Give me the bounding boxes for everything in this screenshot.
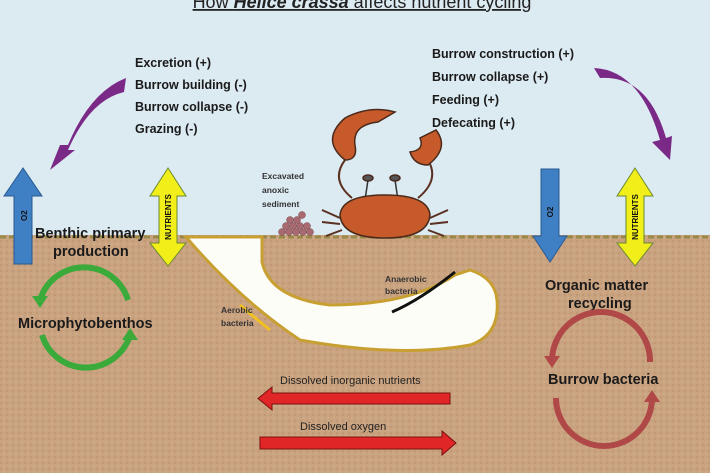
production-label: production bbox=[53, 244, 129, 260]
anaerobic-label: bacteria bbox=[385, 286, 418, 296]
microphytobenthos-label: Microphytobenthos bbox=[18, 316, 153, 332]
nutrients-label: NUTRIENTS bbox=[631, 193, 640, 239]
right-effect: Burrow construction (+) bbox=[432, 47, 574, 61]
o2-down-arrow: O2 bbox=[532, 168, 568, 263]
organic-matter-label: Organic matter bbox=[545, 278, 648, 294]
o2-up-arrow: O2 bbox=[3, 167, 43, 265]
excavated-sediment-pile bbox=[278, 211, 314, 236]
nutrients-double-arrow-left: NUTRIENTS bbox=[148, 167, 188, 267]
left-effect: Burrow building (-) bbox=[135, 78, 247, 92]
left-effect: Grazing (-) bbox=[135, 122, 198, 136]
excavated-label: anoxic bbox=[262, 185, 289, 195]
green-arrowhead bbox=[122, 328, 138, 340]
aerobic-label: bacteria bbox=[221, 318, 254, 328]
left-effects-list: Excretion (+) Burrow building (-) Burrow… bbox=[135, 56, 248, 136]
crab-burrow bbox=[182, 235, 499, 352]
nutrients-label: NUTRIENTS bbox=[164, 193, 173, 239]
right-effect: Defecating (+) bbox=[432, 116, 515, 130]
oxygen-flux-arrow bbox=[259, 429, 457, 457]
right-effects-list: Burrow construction (+) Burrow collapse … bbox=[432, 47, 574, 130]
green-cycle-arrows bbox=[37, 264, 133, 371]
left-effect: Burrow collapse (-) bbox=[135, 100, 248, 114]
left-effect: Excretion (+) bbox=[135, 56, 211, 70]
green-arrowhead bbox=[32, 296, 48, 308]
nutrients-flux-arrow bbox=[257, 385, 451, 412]
right-effect: Feeding (+) bbox=[432, 93, 499, 107]
page-title: How Helice crassa affects nutrient cycli… bbox=[193, 0, 532, 12]
o2-label: O2 bbox=[20, 210, 29, 221]
purple-curved-arrow-right bbox=[594, 68, 672, 160]
right-effect: Burrow collapse (+) bbox=[432, 70, 548, 84]
red-cycle-arrowhead bbox=[544, 356, 560, 368]
nutrients-double-arrow-right: NUTRIENTS bbox=[615, 167, 655, 267]
anaerobic-bacteria-band bbox=[391, 270, 456, 314]
excavated-label: sediment bbox=[262, 199, 299, 209]
red-cycle-arrowhead bbox=[644, 390, 660, 402]
red-cycle-arrows bbox=[549, 309, 655, 449]
purple-curved-arrow-left bbox=[50, 78, 126, 170]
aerobic-label: Aerobic bbox=[221, 305, 253, 315]
nutrients-flux-label: Dissolved inorganic nutrients bbox=[280, 375, 421, 387]
benthic-primary-label: Benthic primary bbox=[35, 226, 145, 242]
excavated-label: Excavated bbox=[262, 171, 304, 181]
anaerobic-label: Anaerobic bbox=[385, 274, 427, 284]
oxygen-flux-label: Dissolved oxygen bbox=[300, 421, 386, 433]
recycling-label: recycling bbox=[568, 296, 632, 312]
o2-label: O2 bbox=[546, 206, 555, 217]
burrow-bacteria-label: Burrow bacteria bbox=[548, 372, 659, 388]
aerobic-bacteria-band bbox=[239, 303, 271, 332]
crab-illustration bbox=[321, 108, 449, 239]
